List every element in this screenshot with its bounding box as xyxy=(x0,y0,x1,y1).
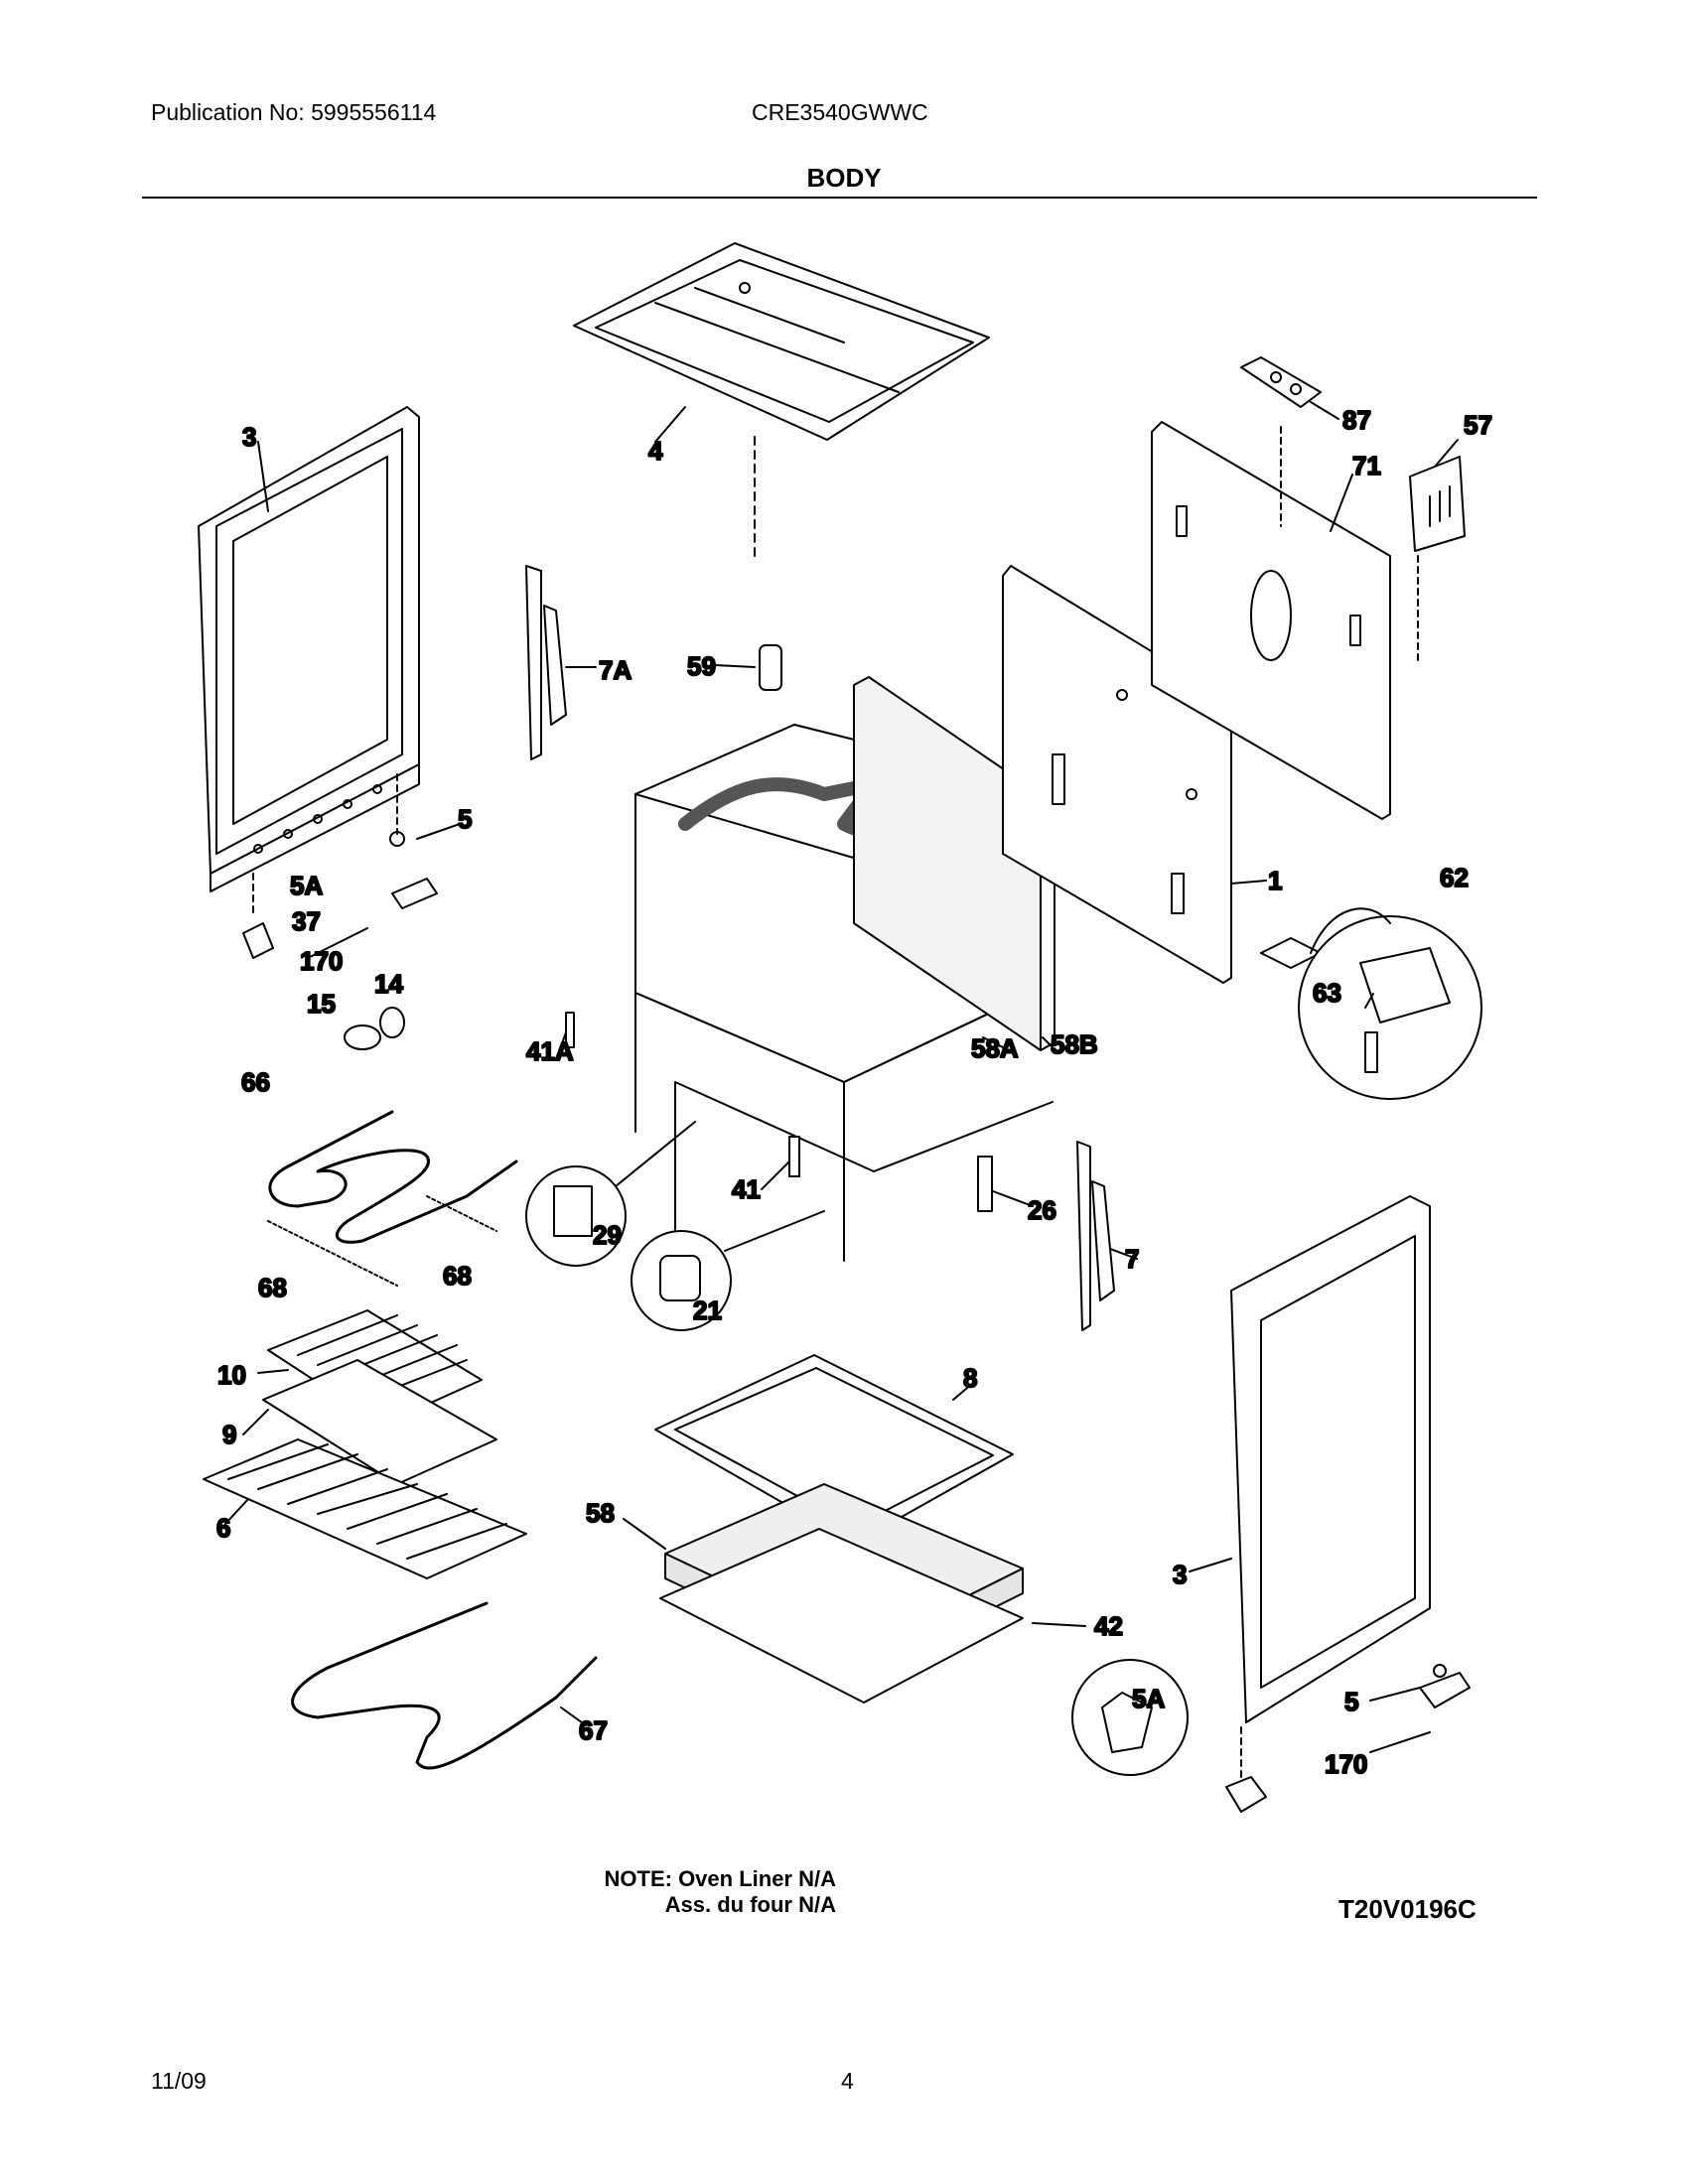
callout-label: 62 xyxy=(1440,863,1469,892)
callout-label: 41 xyxy=(732,1174,761,1204)
callout-label: 21 xyxy=(693,1296,722,1325)
left-side-panel xyxy=(198,406,420,914)
callout-label: 58A xyxy=(971,1033,1019,1063)
leveling-legs-left xyxy=(242,831,438,1050)
callout-label: 37 xyxy=(292,906,321,936)
callout-label: 59 xyxy=(687,651,716,681)
hinge-right xyxy=(1076,1141,1115,1331)
callout-label: 9 xyxy=(222,1420,236,1449)
publication-number: Publication No: 5995556114 xyxy=(151,99,437,125)
footer-date: 11/09 xyxy=(151,2068,207,2094)
callout-label: 8 xyxy=(963,1363,977,1393)
broil-element xyxy=(267,1110,518,1287)
oven-rack xyxy=(203,1438,527,1579)
callout-label: 66 xyxy=(241,1067,270,1097)
callout-label: 1 xyxy=(1268,866,1282,895)
callout-label: 14 xyxy=(374,969,403,999)
storage-drawer-assembly xyxy=(654,1354,1024,1704)
clip-detail-29 xyxy=(525,1121,696,1267)
callout-label: 29 xyxy=(593,1220,622,1250)
leveling-leg-detail xyxy=(1071,1659,1471,1813)
callout-label: 170 xyxy=(300,946,343,976)
callout-label: 5A xyxy=(290,871,323,900)
callout-label: 15 xyxy=(307,989,336,1019)
callout-label: 170 xyxy=(1325,1749,1367,1779)
note-line-1: NOTE: Oven Liner N/A xyxy=(604,1866,836,1891)
broiler-pan xyxy=(262,1309,497,1485)
model-number: CRE3540GWWC xyxy=(752,99,928,125)
cap-part xyxy=(759,644,782,691)
section-title: BODY xyxy=(806,163,882,193)
header-rule xyxy=(142,197,1537,199)
diagram-code: T20V0196C xyxy=(1338,1894,1477,1924)
callout-label: 68 xyxy=(258,1273,287,1302)
callout-label: 26 xyxy=(1028,1195,1056,1225)
callout-label: 5 xyxy=(458,804,472,834)
callout-label: 67 xyxy=(579,1715,608,1745)
note-line-2: Ass. du four N/A xyxy=(664,1892,836,1917)
callout-label: 58 xyxy=(586,1498,615,1528)
callout-label: 5A xyxy=(1132,1684,1165,1713)
vent-cover xyxy=(1409,456,1466,666)
callout-label: 10 xyxy=(217,1360,246,1390)
hinge-left xyxy=(525,565,567,760)
clip-detail-21 xyxy=(631,1210,825,1331)
callout-label: 63 xyxy=(1313,978,1341,1008)
back-cover-panel xyxy=(1151,421,1391,820)
callout-label: 58B xyxy=(1051,1029,1098,1059)
callout-labels: 3 4 87 57 71 7A 59 5 5A 37 170 14 15 1 6… xyxy=(215,404,1493,1780)
callout-label: 5 xyxy=(1344,1687,1358,1716)
mounting-bracket xyxy=(1240,356,1322,408)
callout-label: 4 xyxy=(648,436,663,466)
callout-label: 7A xyxy=(599,655,632,685)
callout-label: 6 xyxy=(216,1513,230,1543)
page-number: 4 xyxy=(841,2068,854,2094)
callout-label: 41A xyxy=(526,1036,574,1066)
bake-element xyxy=(291,1601,598,1770)
callout-leader-lines xyxy=(224,401,1459,1753)
callout-label: 7 xyxy=(1125,1244,1139,1274)
callout-label: 57 xyxy=(1464,410,1492,440)
right-side-panel xyxy=(1230,1195,1431,1788)
top-panel xyxy=(573,242,990,557)
terminal-block-detail xyxy=(1260,907,1482,1100)
callout-label: 42 xyxy=(1094,1611,1123,1641)
callout-label: 87 xyxy=(1342,405,1371,435)
callout-label: 3 xyxy=(1173,1560,1187,1589)
callout-label: 71 xyxy=(1352,451,1381,480)
callout-label: 68 xyxy=(443,1261,472,1291)
callout-label: 3 xyxy=(242,422,256,452)
trim-clips xyxy=(565,1012,993,1212)
